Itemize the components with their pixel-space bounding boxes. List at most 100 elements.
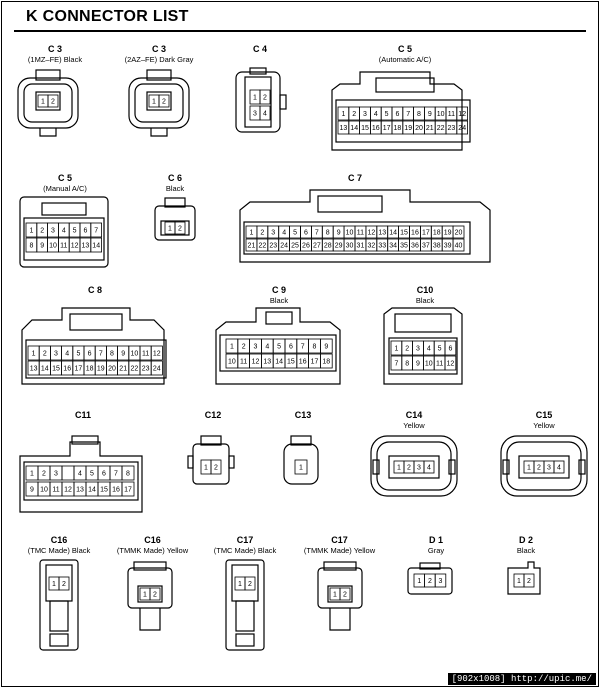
connector-outline bbox=[23, 217, 105, 261]
connector-note: Black bbox=[269, 296, 289, 305]
page-title: K CONNECTOR LIST bbox=[26, 8, 189, 25]
pin-number: 17 bbox=[422, 230, 430, 237]
pin-number: 5 bbox=[385, 111, 389, 118]
pin-number: 4 bbox=[65, 351, 69, 358]
pin-number: 16 bbox=[112, 487, 120, 494]
pin-number: 9 bbox=[428, 111, 432, 118]
pin-number: 5 bbox=[277, 344, 281, 351]
pin-cell bbox=[434, 573, 447, 588]
connector-name: D 2 bbox=[518, 535, 533, 545]
pin-number: 17 bbox=[124, 487, 132, 494]
connector-outline bbox=[128, 77, 190, 129]
connector-outline bbox=[39, 559, 79, 651]
connector-name: C 3 bbox=[151, 44, 166, 54]
pin-number: 12 bbox=[447, 361, 455, 368]
connector-note: Yellow bbox=[403, 421, 425, 430]
pin-number: 3 bbox=[54, 351, 58, 358]
pin-number: 19 bbox=[404, 125, 412, 132]
connector-outline bbox=[134, 83, 184, 123]
connector-outline bbox=[327, 585, 353, 603]
pin-number: 15 bbox=[361, 125, 369, 132]
pin-number: 14 bbox=[350, 125, 358, 132]
connector-outline bbox=[506, 441, 582, 491]
pin-number: 32 bbox=[367, 243, 375, 250]
caption-c16t: C16(TMC Made) Black bbox=[14, 535, 104, 555]
pin-number: 10 bbox=[437, 111, 445, 118]
connector-outline bbox=[265, 311, 293, 325]
pin-cell bbox=[259, 89, 271, 105]
pin-cell bbox=[174, 221, 186, 235]
pin-number: 7 bbox=[394, 361, 398, 368]
connector-outline bbox=[244, 76, 272, 128]
pin-cell bbox=[90, 222, 103, 238]
pin-number: 7 bbox=[99, 351, 103, 358]
connector-outline bbox=[39, 128, 57, 137]
pin-number: 38 bbox=[433, 243, 441, 250]
connector-outline bbox=[200, 435, 222, 446]
pin-number: 7 bbox=[94, 228, 98, 235]
pin-number: 1 bbox=[527, 465, 531, 472]
pin-number: 22 bbox=[131, 366, 139, 373]
pin-cell bbox=[210, 459, 222, 475]
pin-number: 3 bbox=[54, 471, 58, 478]
connector-note: (TMMK Made) Yellow bbox=[116, 546, 189, 555]
pin-number: 2 bbox=[242, 344, 246, 351]
connector-outline bbox=[502, 459, 510, 475]
pin-cell bbox=[259, 105, 271, 121]
connector-name: C 4 bbox=[252, 44, 267, 54]
connector-outline bbox=[154, 205, 196, 241]
pin-number: 29 bbox=[335, 243, 343, 250]
connector-name: C12 bbox=[204, 410, 222, 420]
pin-number: 17 bbox=[75, 366, 83, 373]
connector-outline bbox=[388, 337, 458, 375]
connector-name: C11 bbox=[74, 410, 91, 420]
pin-number: 12 bbox=[252, 359, 260, 366]
title-rule bbox=[14, 30, 586, 32]
pin-number: 13 bbox=[378, 230, 386, 237]
pin-number: 18 bbox=[86, 366, 94, 373]
caption-c7: C 7 bbox=[330, 173, 380, 184]
pin-number: 2 bbox=[343, 592, 347, 599]
connector-outline bbox=[137, 585, 163, 603]
pin-number: 19 bbox=[97, 366, 105, 373]
pin-cell bbox=[456, 120, 468, 135]
pin-number: 8 bbox=[110, 351, 114, 358]
pin-number: 2 bbox=[407, 465, 411, 472]
pin-cell bbox=[553, 460, 565, 474]
pin-number: 12 bbox=[153, 351, 161, 358]
pin-number: 17 bbox=[311, 359, 319, 366]
pin-number: 1 bbox=[152, 99, 156, 106]
pin-number: 24 bbox=[280, 243, 288, 250]
pin-number: 12 bbox=[458, 111, 466, 118]
pin-cell bbox=[90, 237, 103, 253]
connector-note: (TMC Made) Black bbox=[213, 546, 277, 555]
pin-number: 2 bbox=[162, 99, 166, 106]
pin-number: 1 bbox=[394, 346, 398, 353]
pin-number: 15 bbox=[287, 359, 295, 366]
pin-number: 25 bbox=[291, 243, 299, 250]
pin-number: 13 bbox=[263, 359, 271, 366]
connector-note: (TMMK Made) Yellow bbox=[303, 546, 376, 555]
connector-outline bbox=[243, 221, 471, 255]
connector-outline bbox=[329, 608, 351, 631]
caption-c5a: C 5(Automatic A/C) bbox=[350, 44, 460, 64]
pin-number: 7 bbox=[315, 230, 319, 237]
pin-number: 5 bbox=[76, 351, 80, 358]
pin-number: 3 bbox=[416, 346, 420, 353]
pin-number: 6 bbox=[88, 351, 92, 358]
connector-note: (Manual A/C) bbox=[43, 184, 87, 193]
connector-outline bbox=[219, 334, 337, 372]
pin-number: 18 bbox=[394, 125, 402, 132]
pin-number: 40 bbox=[455, 243, 463, 250]
connector-outline bbox=[419, 562, 441, 570]
caption-c13: C13 bbox=[278, 410, 328, 421]
pin-number: 3 bbox=[253, 111, 257, 118]
connector-outline bbox=[25, 339, 167, 379]
